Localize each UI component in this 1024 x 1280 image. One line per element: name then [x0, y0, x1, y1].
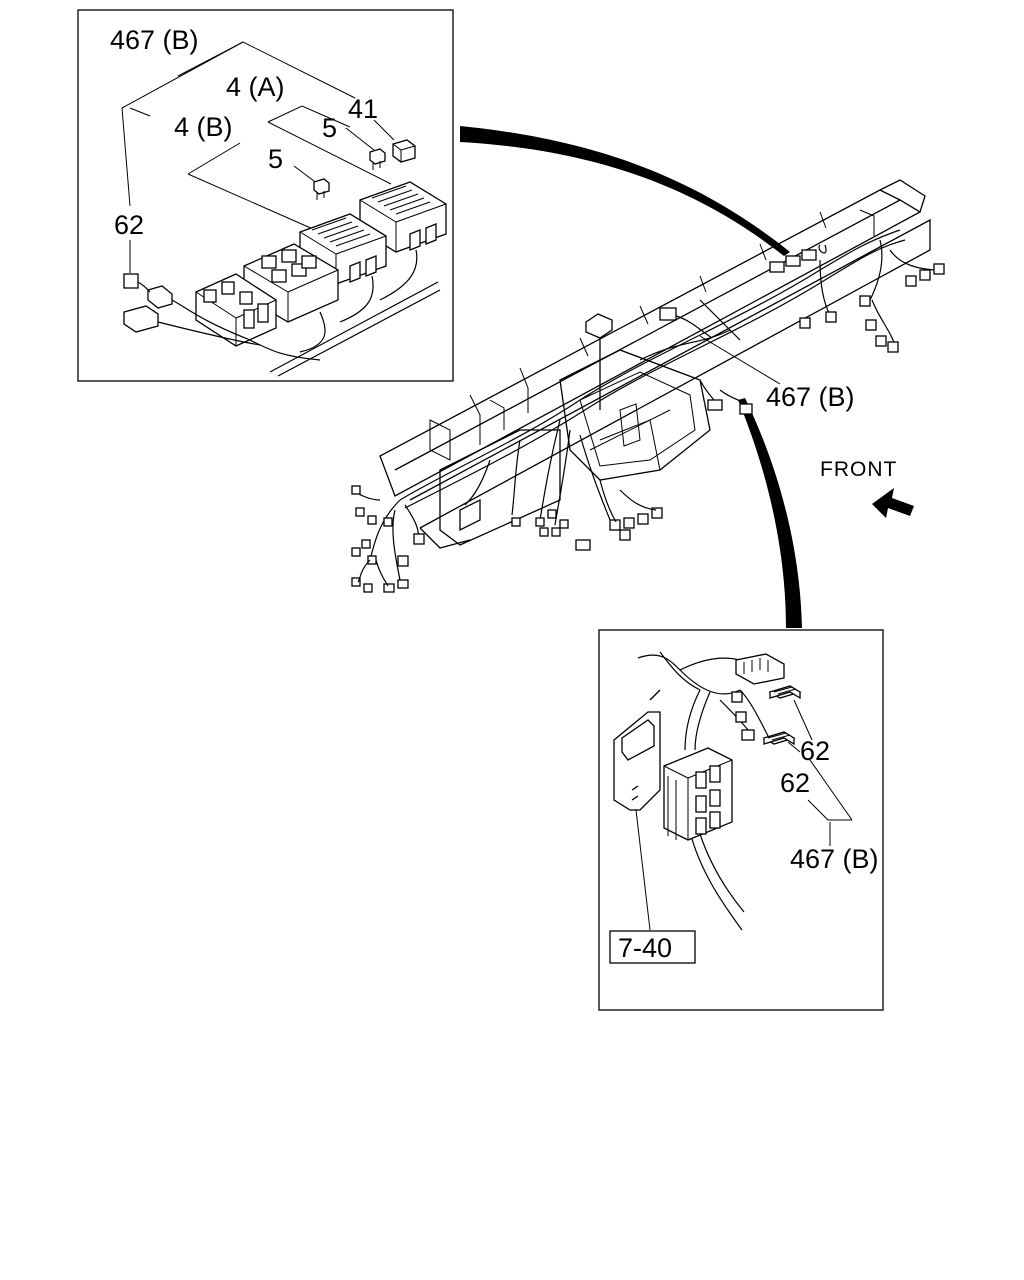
reference-7-40: 7-40 — [618, 933, 672, 963]
cross-car-beam — [379, 179, 931, 549]
callout-leaders — [121, 41, 395, 273]
callout-467b-inset: 467 (B) — [790, 844, 879, 874]
inset-connector-top — [731, 653, 785, 741]
inset-frame-bottom — [598, 629, 884, 1011]
arc-to-inset-top — [460, 126, 790, 256]
left-connectors — [351, 485, 425, 593]
inset-frame — [77, 9, 454, 382]
front-label: FRONT — [820, 458, 897, 481]
instrument-panel-harness: 467 (B) FRONT — [351, 179, 945, 593]
callout-4a: 4 (A) — [226, 72, 285, 102]
right-connectors — [659, 239, 945, 415]
fuse-5-lower — [313, 178, 330, 200]
fuse-5-upper — [369, 148, 386, 170]
inset-bottom-leaders — [635, 699, 853, 931]
front-direction-arrow-icon — [872, 488, 914, 518]
inset-relay-connector: 62 62 467 (B) 7-40 — [598, 629, 884, 1011]
callout-467b: 467 (B) — [110, 25, 199, 55]
inset-relay-block — [663, 747, 733, 841]
center-support — [559, 313, 711, 481]
inset-fuse-relay-box: 467 (B) 4 (A) 41 5 4 (B) 5 62 — [77, 9, 454, 382]
callout-62-lower: 62 — [780, 768, 810, 798]
leader-467b-main — [699, 335, 781, 385]
callout-467b-main: 467 (B) — [766, 382, 855, 412]
reference-box — [609, 930, 696, 964]
beam-brackets — [429, 209, 875, 461]
arc-to-inset-bottom — [738, 398, 802, 628]
inset-connector-62 — [762, 685, 802, 746]
callout-41: 41 — [348, 94, 378, 124]
callout-62-upper: 62 — [800, 736, 830, 766]
connector-62-inset — [123, 273, 321, 361]
callout-5-upper: 5 — [322, 113, 337, 143]
callout-4b: 4 (B) — [174, 112, 233, 142]
relay-block-2 — [195, 273, 277, 347]
callout-5-lower: 5 — [268, 144, 283, 174]
lower-branches — [511, 479, 663, 551]
callout-62: 62 — [114, 210, 144, 240]
lower-panel — [439, 429, 561, 546]
relay-41 — [392, 139, 416, 163]
mounting-bracket — [613, 689, 661, 811]
